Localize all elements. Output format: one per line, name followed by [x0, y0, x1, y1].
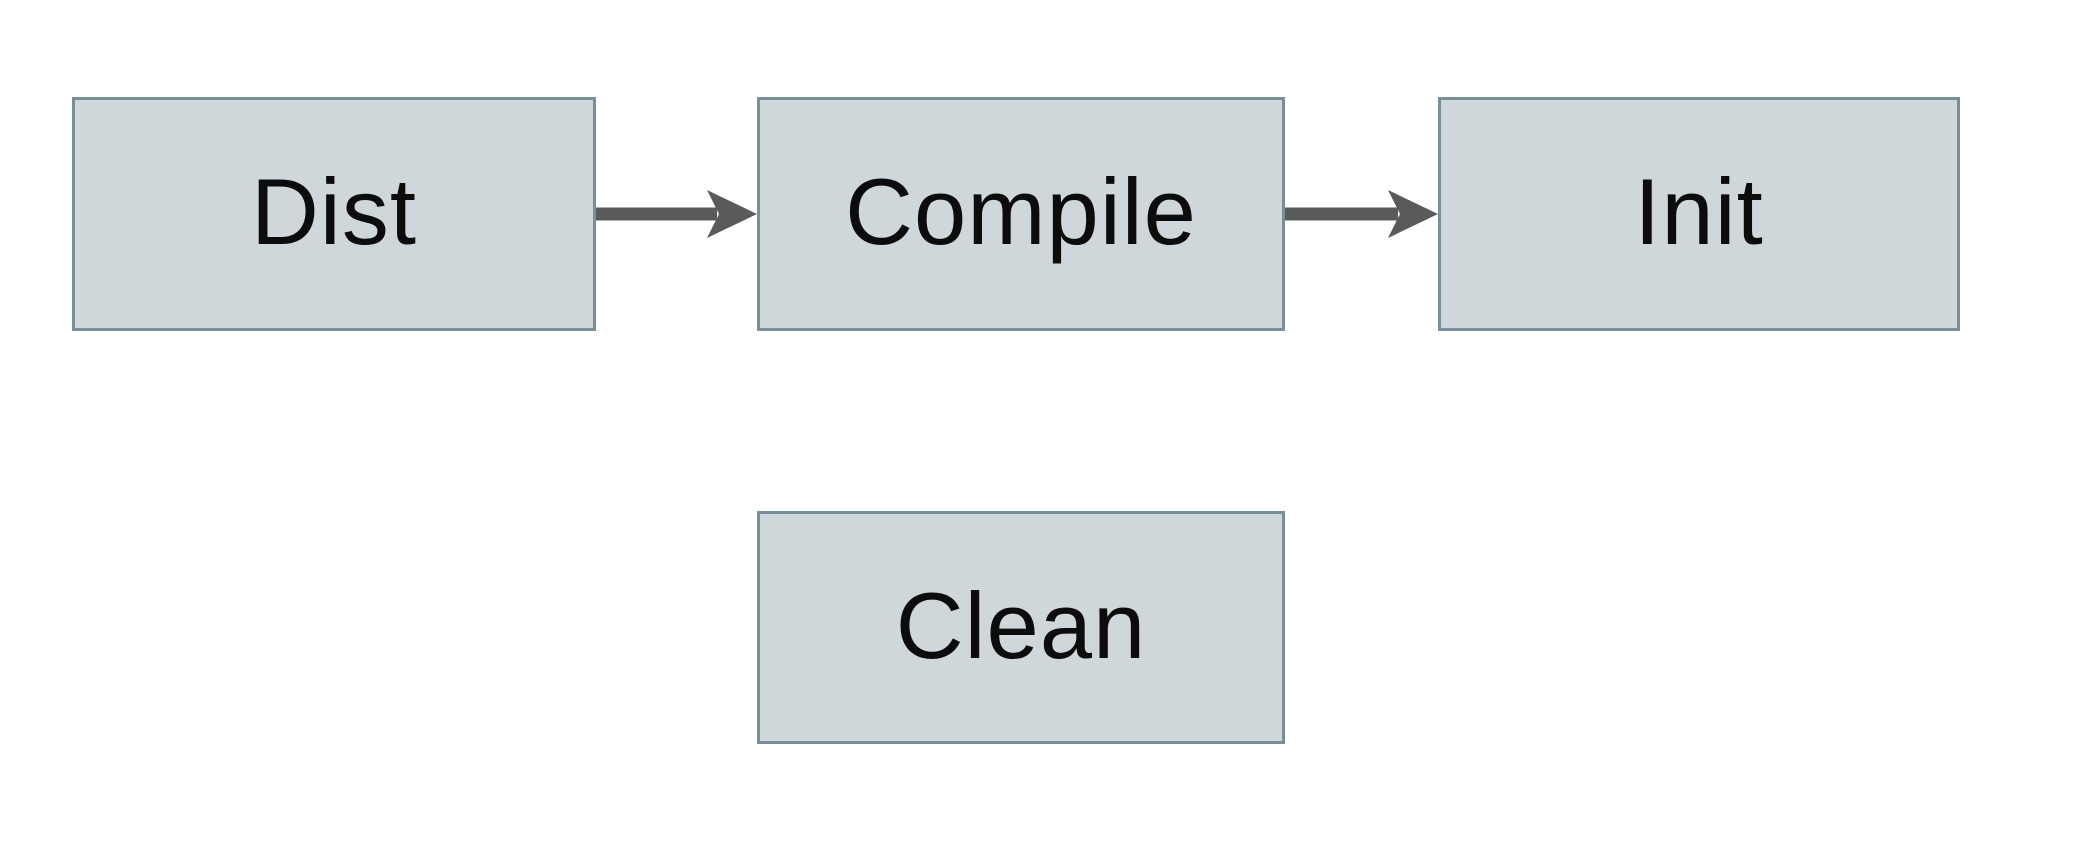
arrow-dist-to-compile — [596, 190, 757, 238]
node-init-label: Init — [1634, 159, 1764, 264]
node-clean: Clean — [757, 511, 1285, 744]
arrow-compile-to-init — [1285, 190, 1438, 238]
node-compile: Compile — [757, 97, 1285, 331]
node-dist: Dist — [72, 97, 596, 331]
node-clean-label: Clean — [895, 572, 1147, 678]
node-dist-label: Dist — [251, 159, 417, 264]
node-compile-label: Compile — [845, 159, 1197, 264]
node-init: Init — [1438, 97, 1960, 331]
